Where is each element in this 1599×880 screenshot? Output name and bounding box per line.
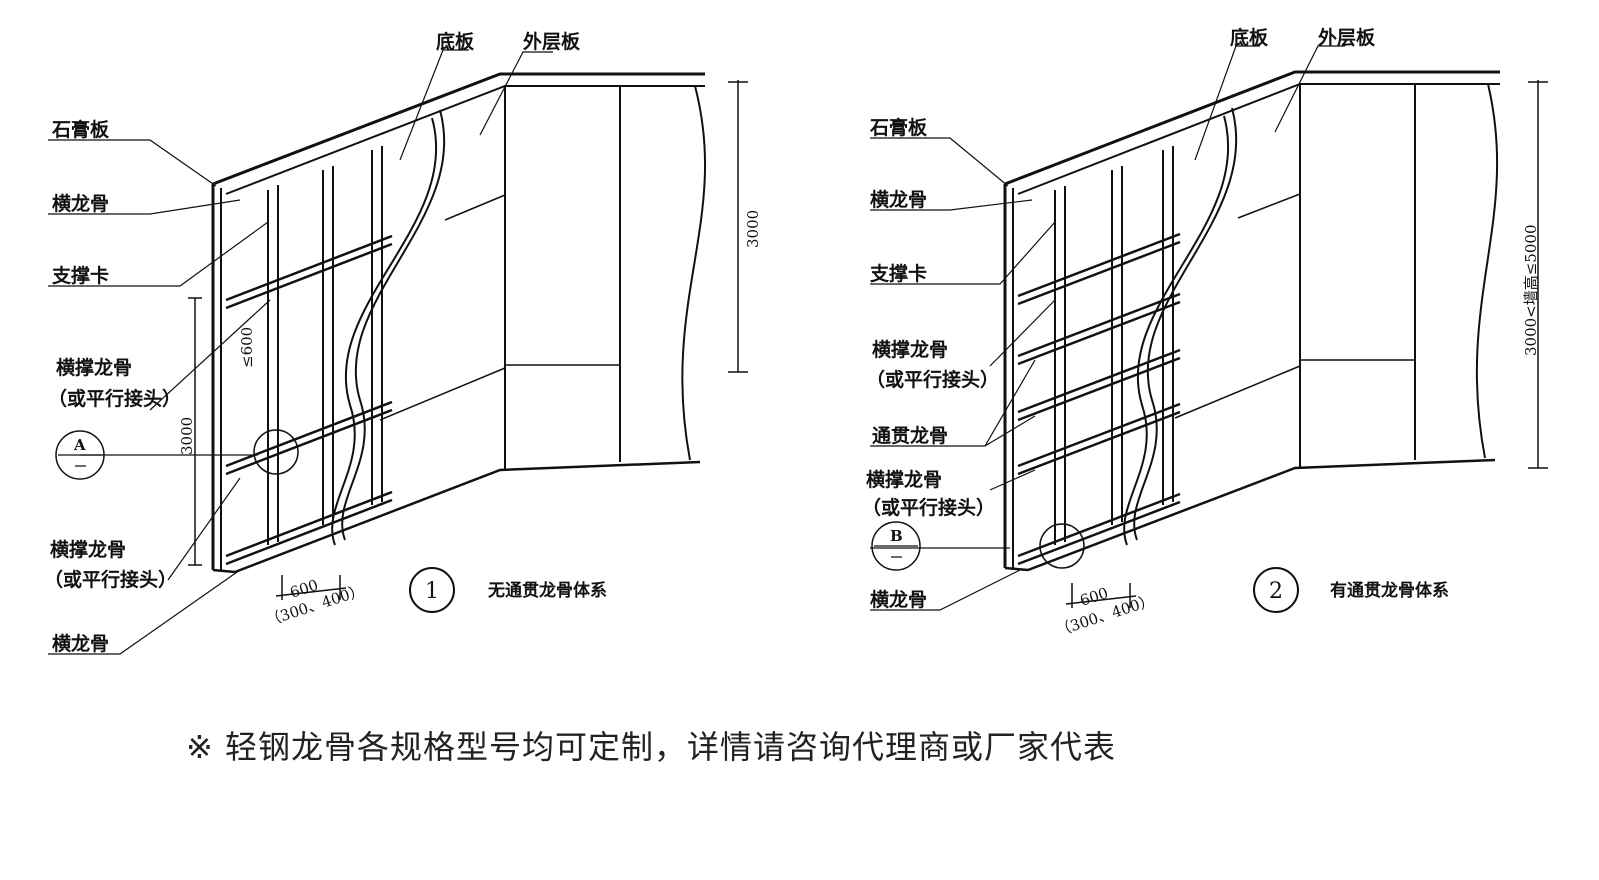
label-parallel-joint-a-2: （或平行接头）: [866, 368, 999, 391]
label-base-board-2: 底板: [1230, 26, 1269, 49]
label-horizontal-keel-bottom-2: 横龙骨: [870, 588, 927, 611]
label-support-clip-1: 支撑卡: [51, 264, 109, 287]
label-brace-keel-a-2: 横撑龙骨: [872, 338, 948, 361]
wall-frame-1: [188, 72, 748, 600]
label-gypsum-board-2: 石膏板: [869, 116, 928, 139]
leaders-1: [48, 49, 553, 655]
label-gypsum-board-1: 石膏板: [51, 118, 110, 141]
label-support-clip-2: 支撑卡: [869, 262, 927, 285]
dim-height-right-1: 3000: [744, 210, 762, 248]
leaders-2: [870, 45, 1345, 611]
label-horizontal-keel-top-2: 横龙骨: [870, 188, 927, 211]
label-base-board-1: 底板: [436, 30, 475, 53]
caption-2: 有通贯龙骨体系: [1330, 580, 1449, 601]
diagram-number-circle-1: [409, 567, 455, 613]
label-parallel-joint-a-1: （或平行接头）: [48, 387, 181, 410]
diagram-number-circle-2: [1253, 567, 1299, 613]
caption-1: 无通贯龙骨体系: [487, 580, 607, 601]
dim-height-left-1: 3000: [178, 417, 196, 455]
label-brace-keel-a-1: 横撑龙骨: [56, 356, 132, 379]
label-horizontal-keel-top-1: 横龙骨: [52, 192, 109, 215]
label-brace-keel-b-2: 横撑龙骨: [866, 468, 942, 491]
footnote: ※ 轻钢龙骨各规格型号均可定制，详情请咨询代理商或厂家代表: [186, 728, 1116, 766]
detail-mark-b: B: [871, 521, 921, 571]
label-outer-board-1: 外层板: [523, 30, 581, 53]
label-horizontal-keel-bottom-1: 横龙骨: [52, 632, 109, 655]
label-outer-board-2: 外层板: [1318, 26, 1376, 49]
detail-mark-a: A: [55, 430, 105, 480]
diagram-number-2: 2: [1269, 579, 1283, 604]
label-brace-keel-b-1: 横撑龙骨: [50, 538, 126, 561]
label-parallel-joint-b-2: （或平行接头）: [862, 496, 995, 519]
detail-mark-letter-a: A: [73, 436, 86, 454]
label-parallel-joint-b-1: （或平行接头）: [44, 568, 177, 591]
wall-frame-2: [1003, 70, 1548, 608]
dim-height-right-2: 3000<墙高≤5000: [1522, 225, 1540, 357]
label-through-keel-2: 通贯龙骨: [872, 424, 948, 447]
detail-mark-letter-b: B: [890, 527, 903, 545]
diagram-1: 底板 外层板 石膏板 横龙骨 支撑卡 横撑龙骨 （或平行接头） 横撑龙骨 （或平…: [44, 30, 762, 655]
dim-spacing-vertical-1: ≤600: [238, 327, 256, 368]
diagram-number-1: 1: [425, 579, 439, 604]
diagram-2: 底板 外层板 石膏板 横龙骨 支撑卡 横撑龙骨 （或平行接头） 通贯龙骨 横撑龙…: [862, 26, 1548, 640]
